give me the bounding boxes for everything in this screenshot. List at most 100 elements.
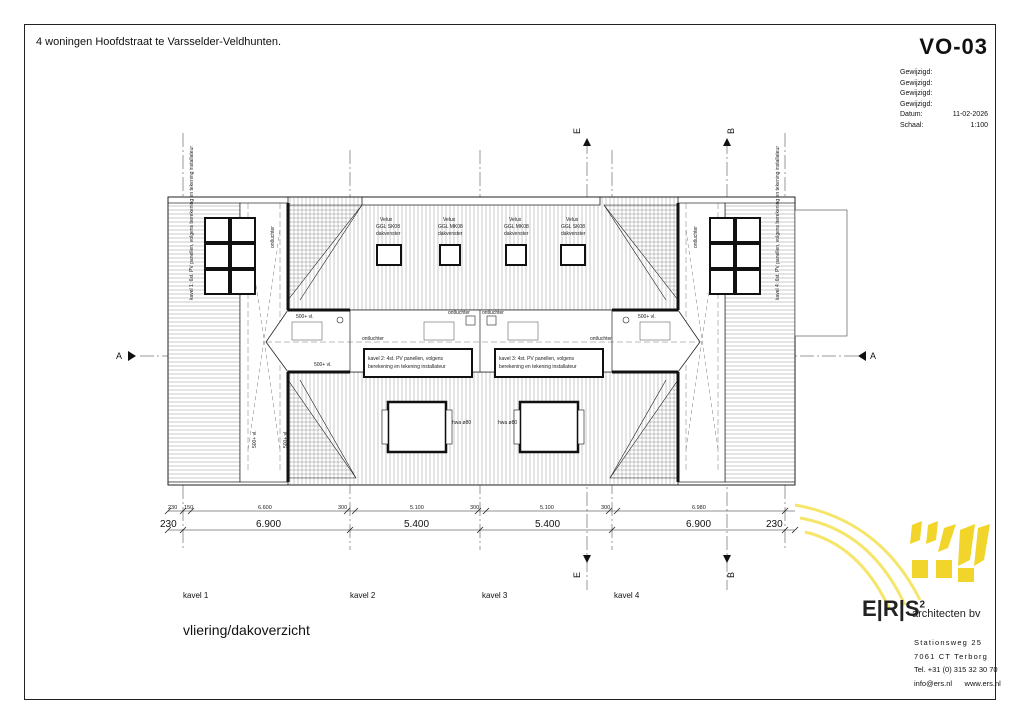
vl-label: 500+ vl. — [314, 362, 332, 368]
section-label-b-top: B — [726, 128, 736, 134]
logo-mark — [910, 521, 990, 582]
vent-icon — [465, 315, 476, 326]
velux-label-4: Velux — [566, 217, 579, 223]
velux-label-2: Velux — [443, 217, 456, 223]
view-title: vliering/dakoverzicht — [183, 622, 310, 638]
project-title: 4 woningen Hoofdstraat te Varsselder-Vel… — [36, 36, 282, 48]
svg-text:6.980: 6.980 — [692, 505, 706, 511]
svg-text:5.100: 5.100 — [540, 505, 554, 511]
svg-text:300: 300 — [338, 505, 347, 511]
meta-row: Gewijzigd: — [900, 90, 933, 97]
vent-icon — [336, 316, 344, 324]
svg-text:300: 300 — [470, 505, 479, 511]
velux-label-1: Velux — [380, 217, 393, 223]
section-label-e-top: E — [572, 128, 582, 134]
pv-panels-kavel-2 — [363, 348, 473, 378]
svg-text:150: 150 — [184, 505, 193, 511]
ontluchter-label: ontluchter — [362, 336, 384, 342]
section-marker-b-top — [723, 138, 731, 146]
dimension-lines — [164, 507, 799, 534]
date-row: Datum:11-02-2026 — [900, 111, 988, 118]
svg-text:500+ vl.: 500+ vl. — [283, 430, 289, 448]
svg-text:500+ vl.: 500+ vl. — [252, 430, 258, 448]
company-address: Stationsweg 25 7061 CT Terborg Tel. +31 … — [914, 636, 1001, 690]
pv-panels-kavel-1 — [204, 217, 256, 295]
section-marker-a-left — [128, 351, 136, 361]
svg-text:6.900: 6.900 — [686, 519, 711, 530]
velux-window — [560, 244, 586, 266]
attic-hatch — [423, 321, 455, 341]
section-marker-e-top — [583, 138, 591, 146]
pv-note-kavel-4: kavel 4: 6st. PV panellen, volgens berek… — [775, 146, 781, 300]
scale-row: Schaal:1:100 — [900, 121, 988, 129]
ontluchter-label: ontluchter — [590, 336, 612, 342]
svg-text:ontluchter: ontluchter — [693, 226, 699, 248]
meta-row: Gewijzigd: — [900, 79, 933, 87]
vl-label: 500+ vl. — [296, 314, 314, 320]
svg-text:5.400: 5.400 — [535, 519, 560, 530]
svg-text:GGL MK08: GGL MK08 — [504, 224, 529, 230]
svg-text:berekening en tekening install: berekening en tekening installateur — [499, 364, 577, 370]
svg-text:dakvenster: dakvenster — [504, 231, 529, 237]
company-web: info@ers.nl www.ers.nl — [914, 678, 1001, 688]
ontluchter-label: ontluchter — [448, 310, 470, 316]
section-label-a-left: A — [116, 351, 122, 361]
svg-text:ontluchter: ontluchter — [270, 226, 276, 248]
section-label-b-bottom: B — [726, 572, 736, 578]
velux-windows — [376, 244, 586, 266]
vl-label: 500+ vl. — [638, 314, 656, 320]
section-marker-a-right — [858, 351, 866, 361]
attic-hatch — [291, 321, 323, 341]
kavel-label-4: kavel 4 — [614, 591, 640, 600]
svg-text:GGL MK08: GGL MK08 — [438, 224, 463, 230]
svg-text:GGL SK08: GGL SK08 — [561, 224, 585, 230]
svg-text:5.100: 5.100 — [410, 505, 424, 511]
section-marker-b-bottom — [723, 555, 731, 563]
hwa-label: hwa ø80 — [452, 420, 471, 426]
meta-row: Gewijzigd: — [900, 100, 933, 108]
svg-text:dakvenster: dakvenster — [438, 231, 463, 237]
svg-text:230: 230 — [766, 519, 783, 530]
logo-swoosh — [794, 503, 922, 611]
sheet-border — [24, 24, 996, 700]
dormers — [381, 400, 585, 454]
hwa-label: hwa ø80 — [498, 420, 517, 426]
company-name: architecten bv — [912, 608, 981, 620]
svg-text:GGL SK08: GGL SK08 — [376, 224, 400, 230]
velux-window — [376, 244, 402, 266]
section-label-e-bottom: E — [572, 572, 582, 578]
svg-text:dakvenster: dakvenster — [561, 231, 586, 237]
svg-text:berekening en tekening install: berekening en tekening installateur — [368, 364, 446, 370]
pv-note-kavel-3: kavel 3: 4st. PV panellen, volgens — [499, 356, 575, 362]
svg-text:230: 230 — [168, 505, 177, 511]
adjacent-roof — [794, 209, 848, 337]
dimension-small: 230 150 6.600 300 5.100 300 5.100 300 6.… — [168, 505, 706, 511]
velux-label-3: Velux — [509, 217, 522, 223]
vent-icon — [622, 316, 630, 324]
svg-text:6.900: 6.900 — [256, 519, 281, 530]
svg-text:5.400: 5.400 — [404, 519, 429, 530]
svg-text:6.600: 6.600 — [258, 505, 272, 511]
pv-panels-kavel-4 — [709, 217, 761, 295]
kavel-label-2: kavel 2 — [350, 591, 376, 600]
svg-text:230: 230 — [160, 519, 177, 530]
svg-text:300: 300 — [601, 505, 610, 511]
section-marker-e-bottom — [583, 555, 591, 563]
pv-panels-kavel-3 — [494, 348, 604, 378]
kavel-label-1: kavel 1 — [183, 591, 209, 600]
pv-note-kavel-2: kavel 2: 4st. PV panellen, volgens — [368, 356, 444, 362]
kavel-label-3: kavel 3 — [482, 591, 508, 600]
dimension-large: 230 6.900 5.400 5.400 6.900 230 — [160, 519, 783, 530]
pv-note-kavel-1: kavel 1: 6st. PV panellen, volgens berek… — [189, 146, 195, 300]
sheet-number: VO-03 — [919, 34, 988, 59]
ontluchter-label: ontluchter — [482, 310, 504, 316]
revision-block: Gewijzigd: Gewijzigd: Gewijzigd: Gewijzi… — [900, 68, 988, 131]
velux-window — [439, 244, 461, 266]
company-phone: Tel. +31 (0) 315 32 30 70 — [914, 665, 998, 674]
address-city: 7061 CT Terborg — [914, 651, 989, 661]
svg-text:dakvenster: dakvenster — [376, 231, 401, 237]
address-street: Stationsweg 25 — [914, 638, 983, 647]
attic-hatch — [507, 321, 539, 341]
velux-window — [505, 244, 527, 266]
